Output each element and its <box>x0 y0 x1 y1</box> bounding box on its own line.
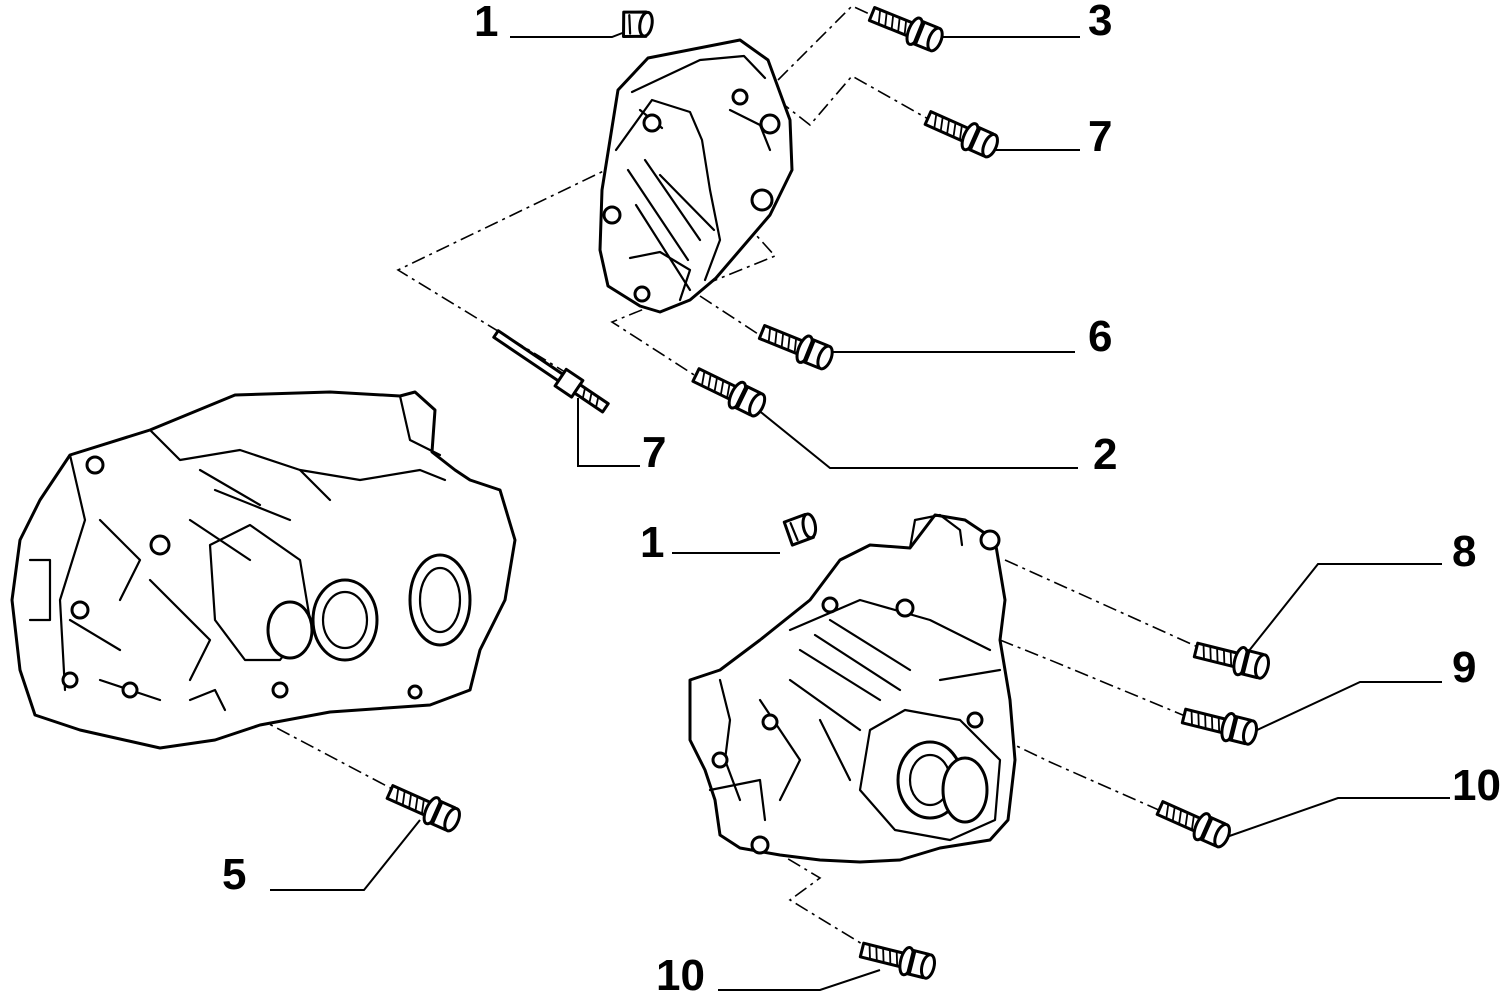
bolt-7a <box>920 103 1003 163</box>
callout-8: 8 <box>1452 527 1476 576</box>
callout-3: 3 <box>1088 0 1112 45</box>
callout-10b: 10 <box>656 951 705 1000</box>
callout-2: 2 <box>1093 430 1117 479</box>
left-gearbox-housing <box>10 390 517 750</box>
bolt-10a <box>1152 793 1235 853</box>
stud-7 <box>492 329 610 414</box>
leader-9 <box>1239 681 1442 739</box>
bolt-6 <box>755 317 838 375</box>
leader-10a <box>1217 797 1450 841</box>
callout-1b: 1 <box>640 518 664 567</box>
leader-lines <box>270 31 1450 991</box>
bolt-8 <box>1191 634 1273 683</box>
dowel-pin-1b <box>782 511 820 548</box>
callout-9: 9 <box>1452 643 1476 692</box>
top-cover <box>598 38 794 314</box>
leader-8 <box>1247 563 1442 653</box>
callout-7b: 7 <box>642 428 666 477</box>
bolt-2 <box>688 360 771 422</box>
callout-6: 6 <box>1088 312 1112 361</box>
callout-10a: 10 <box>1452 761 1501 810</box>
bolt-3 <box>865 0 948 57</box>
leader-1a <box>510 31 626 38</box>
bolt-5 <box>382 777 465 837</box>
leader-7b <box>577 398 640 467</box>
leader-2 <box>751 404 1078 469</box>
bolt-9 <box>1179 700 1261 749</box>
callout-7a: 7 <box>1088 112 1112 161</box>
callout-labels: 1 3 7 6 7 2 1 8 9 10 5 10 <box>222 0 1501 1000</box>
leader-10b <box>718 969 881 991</box>
callout-5: 5 <box>222 850 246 899</box>
right-gearbox-housing <box>688 513 1017 864</box>
dowel-pin-1a <box>618 6 656 43</box>
callout-1a: 1 <box>474 0 498 46</box>
bolt-10b <box>857 934 939 983</box>
leader-5 <box>270 819 421 891</box>
